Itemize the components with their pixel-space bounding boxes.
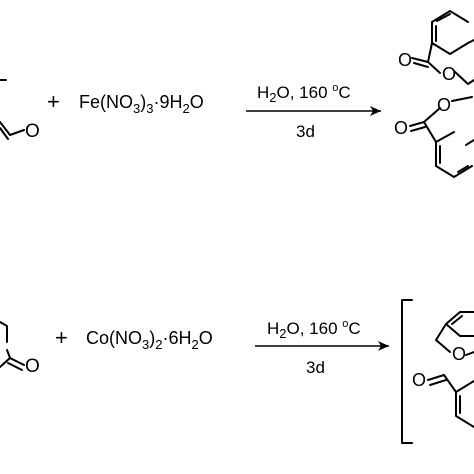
product-1-oxygen-2: O [442, 64, 456, 84]
product-1-oxygen-4: O [394, 118, 408, 138]
product-2-bracket [401, 299, 413, 444]
reaction-2-condition-top: H2O, 160 oC [267, 318, 361, 341]
product-2-oxygen-1: O [452, 344, 466, 364]
reactant-2-structure: O [0, 321, 40, 377]
reaction-1-condition-bottom: 3d [296, 122, 315, 141]
reaction-2-plus: + [55, 325, 68, 350]
reactant-1-oxygen: O [25, 121, 40, 142]
reactant-1-structure: O [0, 79, 40, 142]
reactant-2-oxygen: O [25, 356, 40, 377]
reaction-2-condition-bottom: 3d [306, 358, 325, 377]
reagent-2: Co(NO3)2·6H2O [86, 328, 213, 352]
reagent-1: Fe(NO3)3·9H2O [79, 92, 204, 116]
reaction-2: O + Co(NO3)2·6H2O H2O, 160 oC 3d O [0, 299, 474, 444]
product-2-oxygen-2: O [412, 370, 426, 390]
product-2-structure: O O [412, 311, 474, 428]
reaction-1-arrow [246, 106, 381, 116]
reaction-1: O + Fe(NO3)3·9H2O H2O, 160 oC 3d O O [0, 10, 474, 178]
product-1-oxygen-1: O [398, 50, 412, 70]
product-1-oxygen-3: O [437, 95, 451, 115]
product-1-structure: O O O O [394, 10, 474, 178]
reaction-2-arrow [255, 341, 389, 351]
reaction-1-condition-top: H2O, 160 oC [257, 82, 351, 105]
reaction-1-plus: + [47, 89, 60, 114]
